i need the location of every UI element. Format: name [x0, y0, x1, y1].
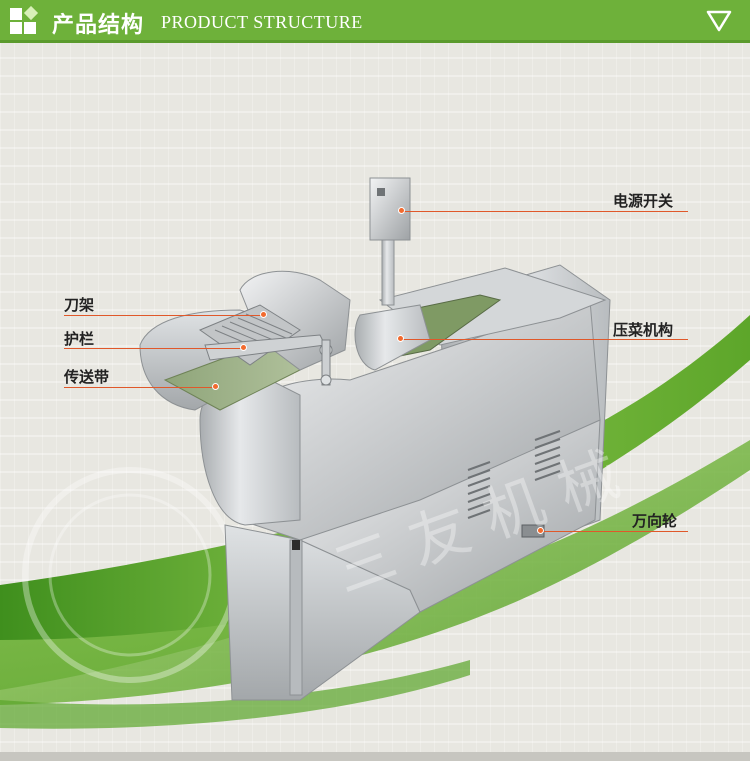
section-header: 产品结构 PRODUCT STRUCTURE [0, 0, 750, 43]
leader-dot [240, 344, 247, 351]
bottom-divider [0, 752, 750, 761]
callout-conveyor-belt: 传送带 [64, 368, 110, 386]
triangle-down-icon[interactable] [706, 9, 732, 33]
callout-knife-frame: 刀架 [64, 296, 95, 314]
leader-dot [212, 383, 219, 390]
callout-power-switch: 电源开关 [613, 192, 674, 210]
leader-line [64, 348, 244, 349]
header-title-cn: 产品结构 [52, 13, 145, 38]
leader-dot [537, 527, 544, 534]
header-title-en: PRODUCT STRUCTURE [161, 12, 363, 32]
leader-line [401, 339, 688, 340]
callout-guard-rail: 护栏 [64, 330, 95, 348]
leader-line [64, 315, 264, 316]
leader-dot [398, 207, 405, 214]
leader-line [64, 387, 216, 388]
leader-dot [397, 335, 404, 342]
green-squares-logo-icon [10, 6, 39, 34]
leader-dot [260, 311, 267, 318]
leader-line [542, 531, 688, 532]
leader-line [403, 211, 688, 212]
callout-pressing-mechanism: 压菜机构 [613, 321, 674, 339]
callout-caster-wheel: 万向轮 [632, 512, 678, 530]
